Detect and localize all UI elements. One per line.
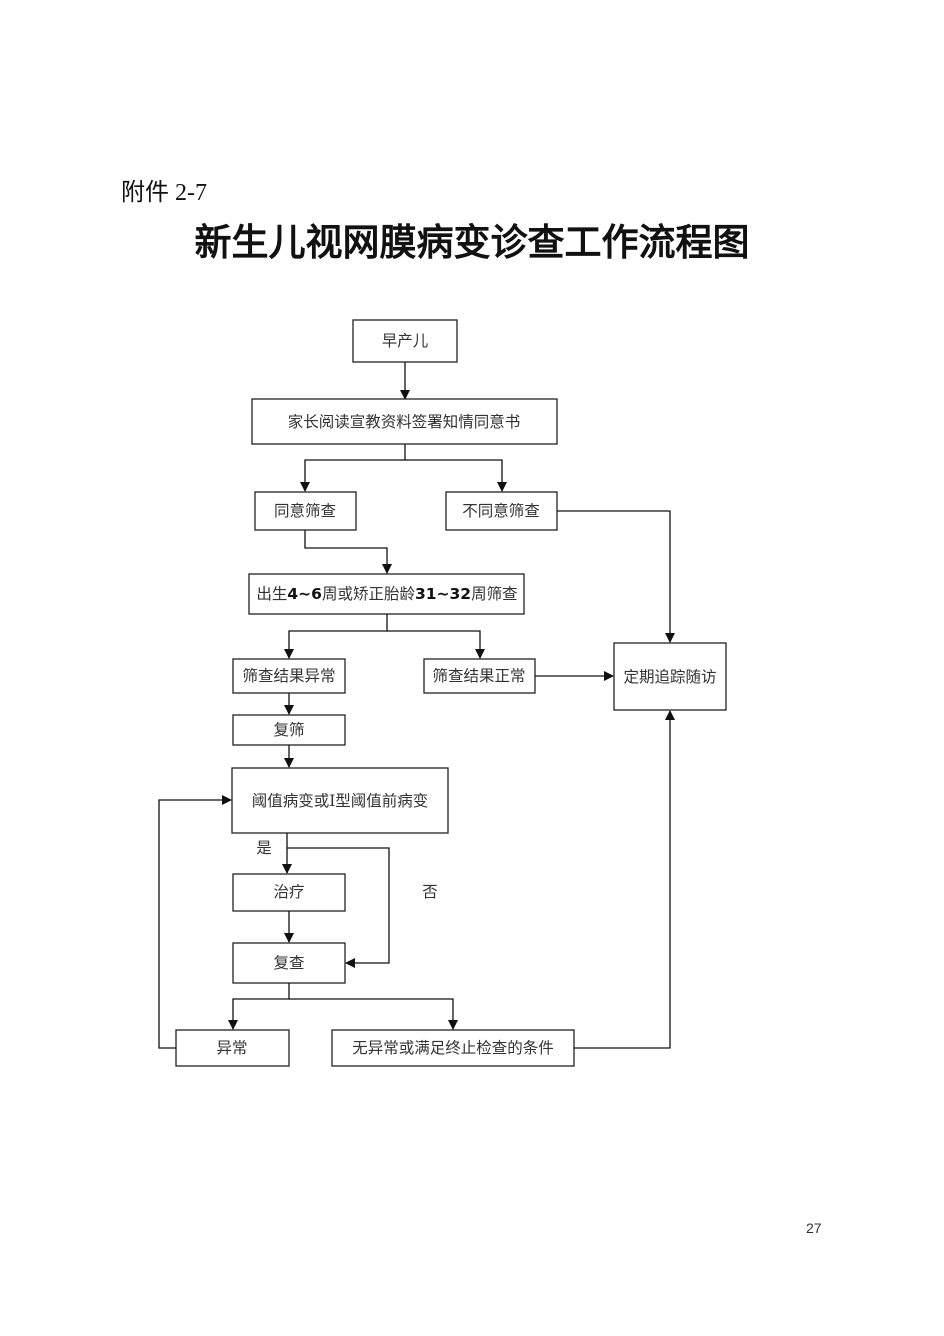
node-consent: 家长阅读宣教资料签署知情同意书 [251,398,558,445]
page-title: 新生儿视网膜病变诊查工作流程图 [194,220,750,264]
node-recheck-label: 复查 [273,954,304,972]
node-threshold-label: 阈值病变或Ⅰ型阈值前病变 [252,792,429,810]
arrow-terminate-to-followup [574,710,675,1049]
node-preterm: 早产儿 [352,319,458,363]
label-yes: 是 [256,839,272,857]
arrow-agree-to-screening [304,530,392,574]
label-no: 否 [422,883,438,901]
node-agree-label: 同意筛查 [274,501,336,520]
node-agree: 同意筛查 [254,491,357,531]
node-screening: 出生4~6周或矫正胎龄31~32周筛查 [248,573,525,615]
node-screening-label: 出生4~6周或矫正胎龄31~32周筛查 [256,585,517,603]
node-abnormal-result-label: 筛查结果异常 [242,667,335,685]
node-normal-result: 筛查结果正常 [423,658,536,694]
node-terminate-label: 无异常或满足终止检查的条件 [352,1039,554,1057]
connectors [158,362,675,1049]
page-number: 27 [806,1220,822,1236]
arrow-abnormal-loop-to-threshold [158,795,232,1049]
arrow-recheck-to-abnormal [228,983,290,1030]
node-followup: 定期追踪随访 [613,642,727,711]
node-rescreen-label: 复筛 [273,721,304,739]
arrow-threshold-to-recheck-no [287,847,390,968]
arrow-screening-to-abnormal [284,614,388,659]
node-disagree: 不同意筛查 [445,491,558,531]
arrow-consent-to-agree [300,444,406,492]
arrow-consent-to-disagree [405,459,507,492]
node-abnormal-result: 筛查结果异常 [232,658,346,694]
node-recheck: 复查 [232,942,346,984]
node-consent-label: 家长阅读宣教资料签署知情同意书 [288,412,521,431]
node-preterm-label: 早产儿 [382,332,429,350]
node-rescreen: 复筛 [232,714,346,746]
arrow-disagree-to-followup [557,510,675,643]
node-terminate: 无异常或满足终止检查的条件 [331,1029,575,1067]
annex-label: 附件 2-7 [121,180,207,206]
node-normal-result-label: 筛查结果正常 [432,667,525,685]
node-disagree-label: 不同意筛查 [462,501,540,520]
node-abnormal-label: 异常 [216,1039,247,1057]
node-abnormal: 异常 [175,1029,290,1067]
node-followup-label: 定期追踪随访 [623,668,716,686]
node-threshold: 阈值病变或Ⅰ型阈值前病变 [231,767,449,834]
node-treatment: 治疗 [232,873,346,912]
node-treatment-label: 治疗 [273,883,304,901]
arrow-recheck-to-terminate [289,998,458,1030]
arrow-screening-to-normal [387,630,485,659]
